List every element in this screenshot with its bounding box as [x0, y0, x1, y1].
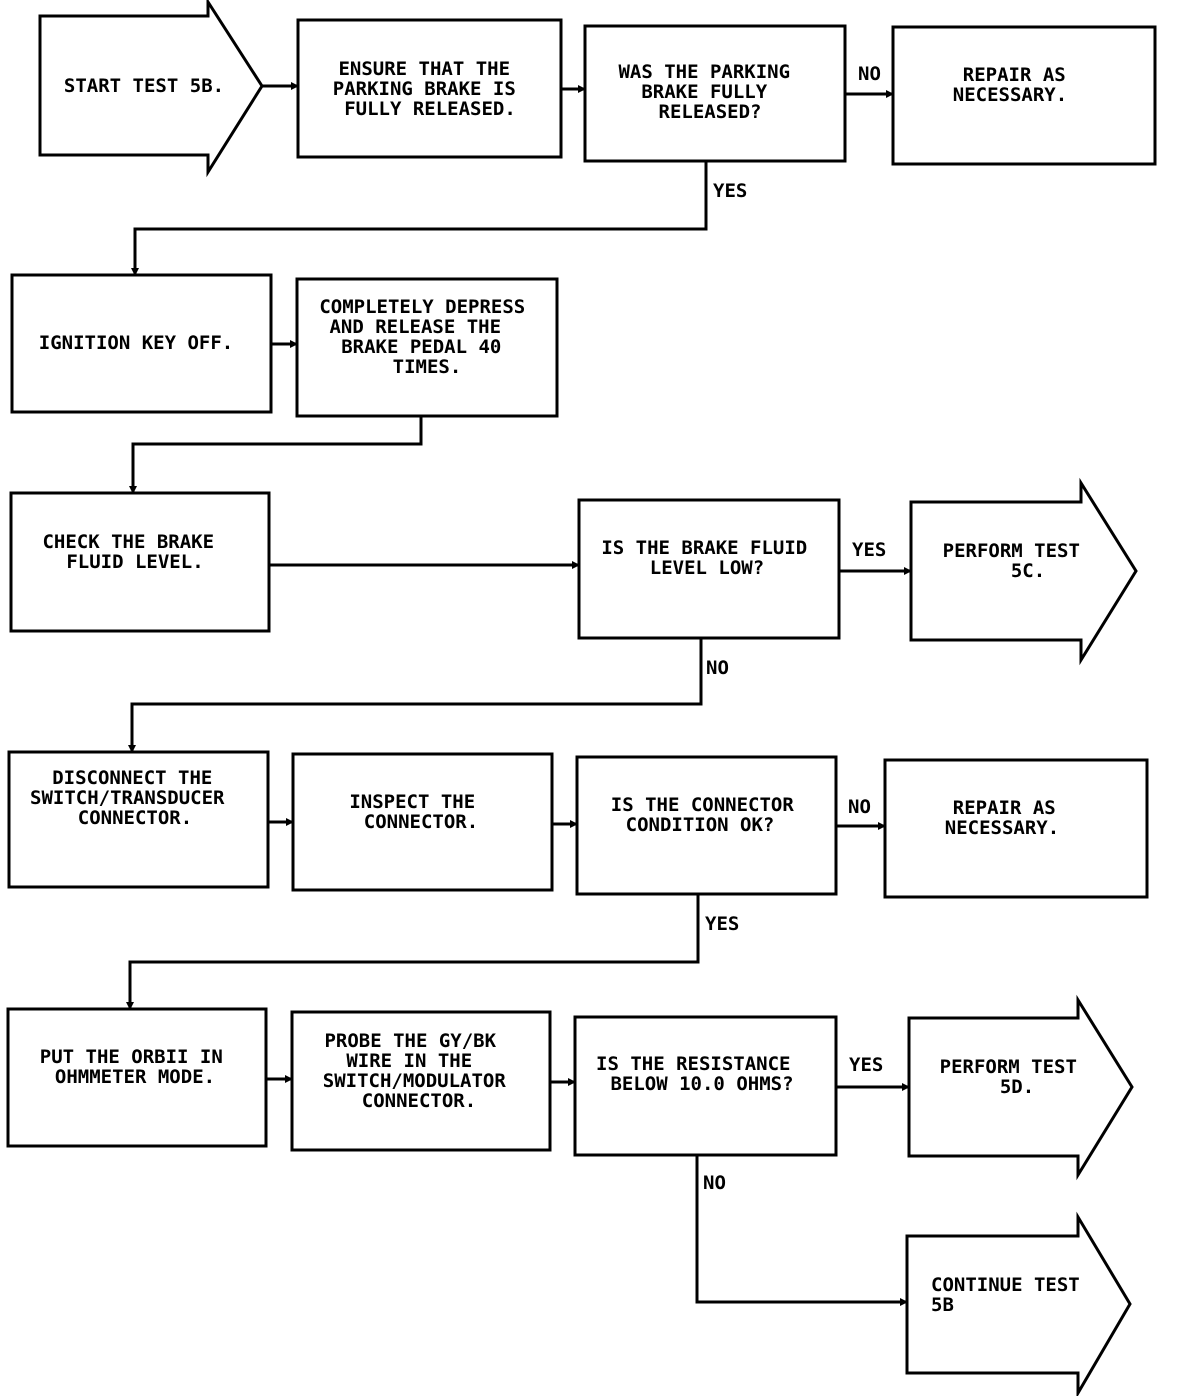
connector-condition-question-node	[575, 755, 838, 896]
ensure-release-node	[296, 18, 563, 159]
repair-node-1	[891, 25, 1157, 166]
disconnect-line: CONNECTOR.	[78, 807, 192, 829]
connector-no-label: NO	[848, 796, 871, 818]
fluid-level-question-line: LEVEL LOW?	[650, 557, 764, 579]
released-no-label: NO	[858, 63, 881, 85]
continue-5b-line: CONTINUE TEST	[931, 1274, 1080, 1296]
ohmmeter-line: OHMMETER MODE.	[55, 1066, 215, 1088]
perform-5c-node	[909, 477, 1138, 666]
repair-1-line: REPAIR AS	[963, 64, 1066, 86]
connector-resistance-no	[695, 1155, 908, 1306]
repair-2-line: NECESSARY.	[945, 817, 1059, 839]
resistance-question-node	[573, 1015, 838, 1157]
depress-pedal-line: TIMES.	[393, 356, 462, 378]
disconnect-line: DISCONNECT THE	[52, 767, 212, 789]
repair-2-text: REPAIR AS NECESSARY.	[945, 797, 1067, 839]
ignition-off-line: IGNITION KEY OFF.	[39, 332, 233, 354]
depress-pedal-line: COMPLETELY DEPRESS	[319, 296, 525, 318]
perform-5c-text: PERFORM TEST 5C.	[943, 540, 1092, 582]
ignition-off-text: IGNITION KEY OFF.	[39, 332, 233, 354]
disconnect-line: SWITCH/TRANSDUCER	[30, 787, 225, 809]
start-text-line: START TEST 5B.	[64, 75, 224, 97]
start-node	[38, 0, 264, 178]
continue-5b-node	[905, 1211, 1132, 1396]
repair-1-text: REPAIR AS NECESSARY.	[953, 64, 1077, 106]
connector-yes-label: YES	[705, 913, 739, 935]
inspect-connector-line: CONNECTOR.	[364, 811, 478, 833]
resistance-question-line: IS THE RESISTANCE	[596, 1053, 790, 1075]
inspect-connector-line: INSPECT THE	[349, 791, 475, 813]
resistance-question-line: BELOW 10.0 OHMS?	[610, 1073, 793, 1095]
node-labels: START TEST 5B. ENSURE THAT THE PARKING B…	[30, 58, 1092, 1316]
check-fluid-text: CHECK THE BRAKE FLUID LEVEL.	[42, 531, 225, 573]
perform-5d-line: PERFORM TEST	[940, 1056, 1077, 1078]
disconnect-node	[7, 750, 270, 889]
continue-5b-text: CONTINUE TEST 5B	[931, 1274, 1091, 1316]
depress-pedal-line: AND RELEASE THE	[329, 316, 501, 338]
connectors	[126, 82, 912, 1306]
repair-2-line: REPAIR AS	[953, 797, 1056, 819]
connector-released-yes	[131, 161, 708, 276]
inspect-connector-node	[291, 752, 554, 892]
perform-5d-node	[907, 994, 1134, 1181]
connector-connector-yes	[126, 894, 700, 1010]
fluid-level-question-text: IS THE BRAKE FLUID LEVEL LOW?	[601, 537, 818, 579]
perform-5d-line: 5D.	[1000, 1076, 1034, 1098]
ensure-release-line: PARKING BRAKE IS	[333, 78, 516, 100]
check-fluid-node	[9, 491, 271, 633]
continue-5b-line: 5B	[931, 1294, 954, 1316]
ensure-release-text: ENSURE THAT THE PARKING BRAKE IS FULLY R…	[333, 58, 527, 120]
probe-line: WIRE IN THE	[346, 1050, 472, 1072]
start-text: START TEST 5B.	[64, 75, 224, 97]
probe-line: CONNECTOR.	[362, 1090, 476, 1112]
nodes	[6, 0, 1157, 1396]
repair-node-2	[883, 758, 1149, 899]
connector-condition-question-line: IS THE CONNECTOR	[611, 794, 795, 816]
ensure-release-line: FULLY RELEASED.	[344, 98, 516, 120]
perform-5c-line: 5C.	[1011, 560, 1045, 582]
ensure-release-line: ENSURE THAT THE	[338, 58, 510, 80]
connector-condition-question-text: IS THE CONNECTOR CONDITION OK?	[611, 794, 805, 836]
fluid-yes-label: YES	[852, 539, 886, 561]
ohmmeter-text: PUT THE ORBII IN OHMMETER MODE.	[40, 1046, 234, 1088]
probe-node	[290, 1010, 552, 1152]
parking-brake-question-line: WAS THE PARKING	[618, 61, 790, 83]
resistance-yes-label: YES	[849, 1054, 883, 1076]
connector-condition-question-line: CONDITION OK?	[626, 814, 775, 836]
ignition-off-node	[10, 273, 273, 414]
depress-pedal-text: COMPLETELY DEPRESS AND RELEASE THE BRAKE…	[319, 296, 536, 378]
fluid-level-question-line: IS THE BRAKE FLUID	[601, 537, 807, 559]
perform-5d-text: PERFORM TEST 5D.	[940, 1056, 1089, 1098]
depress-pedal-line: BRAKE PEDAL 40	[341, 336, 501, 358]
parking-brake-question-line: BRAKE FULLY	[641, 81, 767, 103]
fluid-no-label: NO	[706, 657, 729, 679]
probe-line: PROBE THE GY/BK	[324, 1030, 496, 1052]
depress-pedal-node	[295, 277, 559, 418]
disconnect-text: DISCONNECT THE SWITCH/TRANSDUCER CONNECT…	[30, 767, 236, 829]
edge-labels: NO YES YES NO NO YES YES NO	[703, 63, 886, 1194]
inspect-connector-text: INSPECT THE CONNECTOR.	[349, 791, 486, 833]
probe-line: SWITCH/MODULATOR	[323, 1070, 507, 1092]
check-fluid-line: CHECK THE BRAKE	[42, 531, 214, 553]
connector-fluid-no	[128, 638, 703, 753]
parking-brake-question-node	[583, 24, 847, 163]
ohmmeter-node	[6, 1007, 268, 1148]
resistance-question-text: IS THE RESISTANCE BELOW 10.0 OHMS?	[596, 1053, 802, 1095]
check-fluid-line: FLUID LEVEL.	[66, 551, 203, 573]
perform-5c-line: PERFORM TEST	[943, 540, 1080, 562]
connector-depress-to-check	[129, 416, 423, 494]
released-yes-label: YES	[713, 180, 747, 202]
fluid-level-question-node	[577, 498, 841, 640]
repair-1-line: NECESSARY.	[953, 84, 1067, 106]
parking-brake-question-text: WAS THE PARKING BRAKE FULLY RELEASED?	[618, 61, 801, 123]
parking-brake-question-line: RELEASED?	[659, 101, 762, 123]
ohmmeter-line: PUT THE ORBII IN	[40, 1046, 223, 1068]
probe-text: PROBE THE GY/BK WIRE IN THE SWITCH/MODUL…	[323, 1030, 517, 1112]
resistance-no-label: NO	[703, 1172, 726, 1194]
